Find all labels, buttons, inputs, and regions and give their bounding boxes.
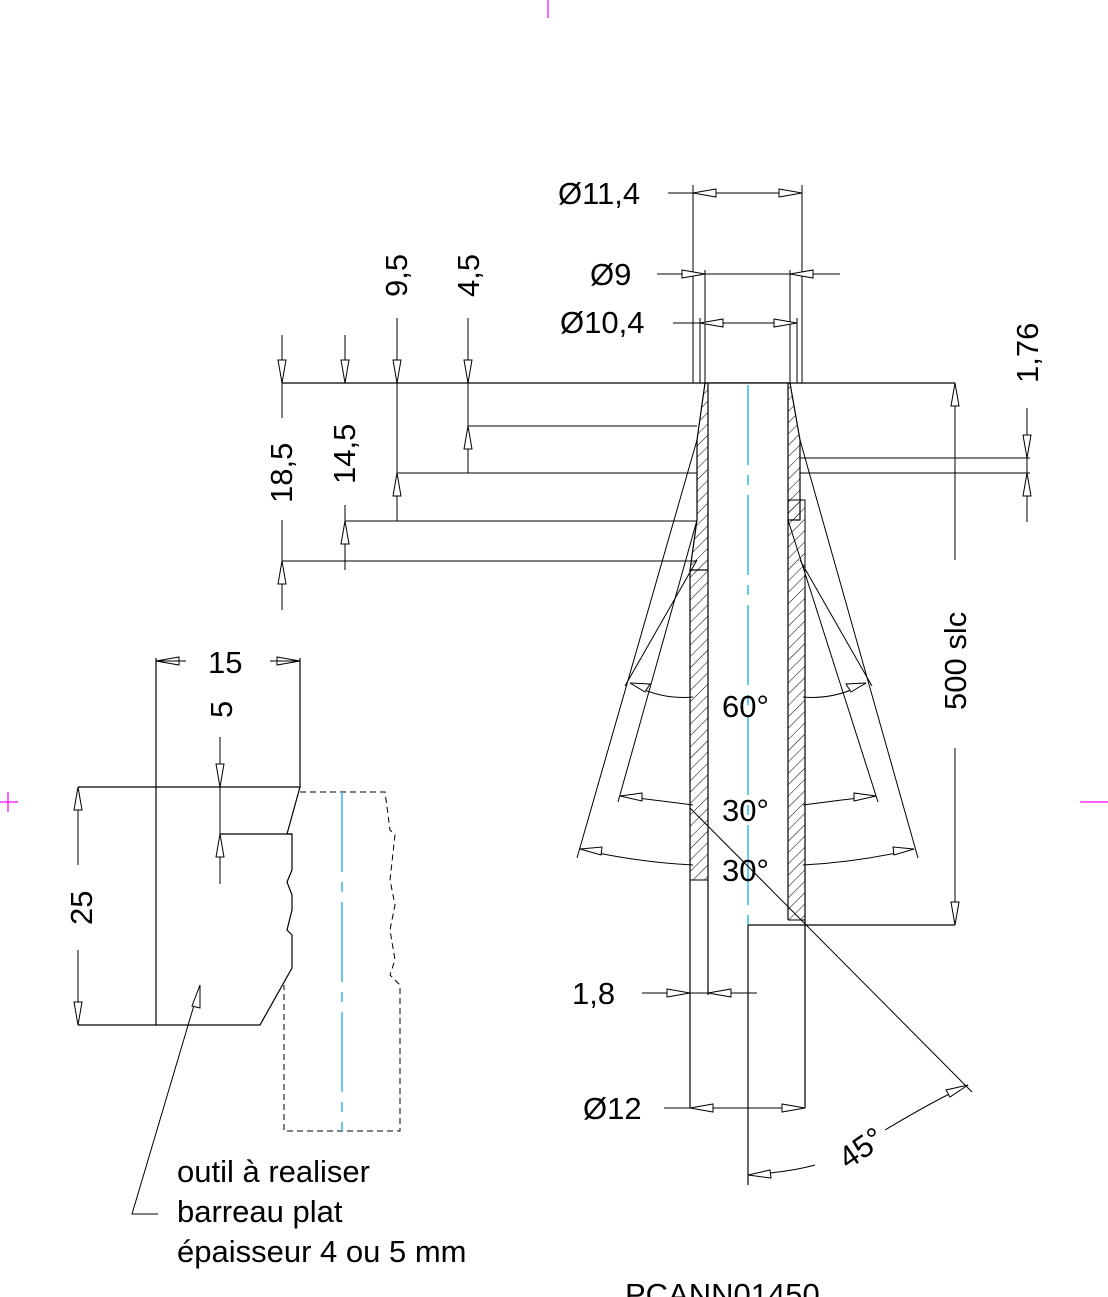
label-angle-30a: 30° (722, 793, 769, 828)
note-line-2: barreau plat (177, 1194, 343, 1229)
label-dia-12: Ø12 (583, 1091, 642, 1126)
label-5: 5 (204, 701, 239, 718)
tool-profile (78, 658, 401, 1132)
dim-500 (950, 382, 960, 926)
dim-25 (73, 786, 83, 1026)
label-25: 25 (64, 891, 99, 925)
note-leader (131, 984, 201, 1215)
dim-dia-10-4 (673, 318, 798, 383)
note-line-1: outil à realiser (177, 1154, 370, 1189)
dim-45 (689, 807, 973, 1179)
label-14-5: 14,5 (327, 424, 362, 484)
label-9-5: 9,5 (379, 254, 414, 297)
dim-1-76 (800, 408, 1032, 522)
dim-5 (215, 737, 225, 884)
dim-dia-11-4 (668, 185, 803, 383)
label-angle-60: 60° (722, 689, 769, 724)
label-1-8: 1,8 (572, 976, 615, 1011)
label-18-5: 18,5 (264, 443, 299, 503)
label-500: 500 slc (938, 612, 973, 710)
dim-1-8 (642, 988, 757, 998)
dim-15 (155, 656, 301, 666)
registration-marks (0, 0, 1108, 812)
part-profile (282, 382, 955, 1185)
label-angle-30b: 30° (722, 853, 769, 888)
dim-dia-9 (657, 269, 840, 383)
label-15: 15 (208, 645, 242, 680)
dim-levels (277, 318, 697, 610)
label-angle-45: 45° (832, 1120, 890, 1176)
dim-dia-12 (664, 1103, 806, 1113)
note-line-3: épaisseur 4 ou 5 mm (177, 1234, 466, 1269)
label-dia-10-4: Ø10,4 (560, 305, 644, 340)
label-4-5: 4,5 (451, 254, 486, 297)
angle-lines (576, 439, 919, 866)
label-1-76: 1,76 (1010, 323, 1045, 383)
label-dia-11-4: Ø11,4 (558, 176, 640, 211)
label-dia-9: Ø9 (590, 257, 631, 292)
reference-code: PCANN01450 (625, 1277, 820, 1297)
